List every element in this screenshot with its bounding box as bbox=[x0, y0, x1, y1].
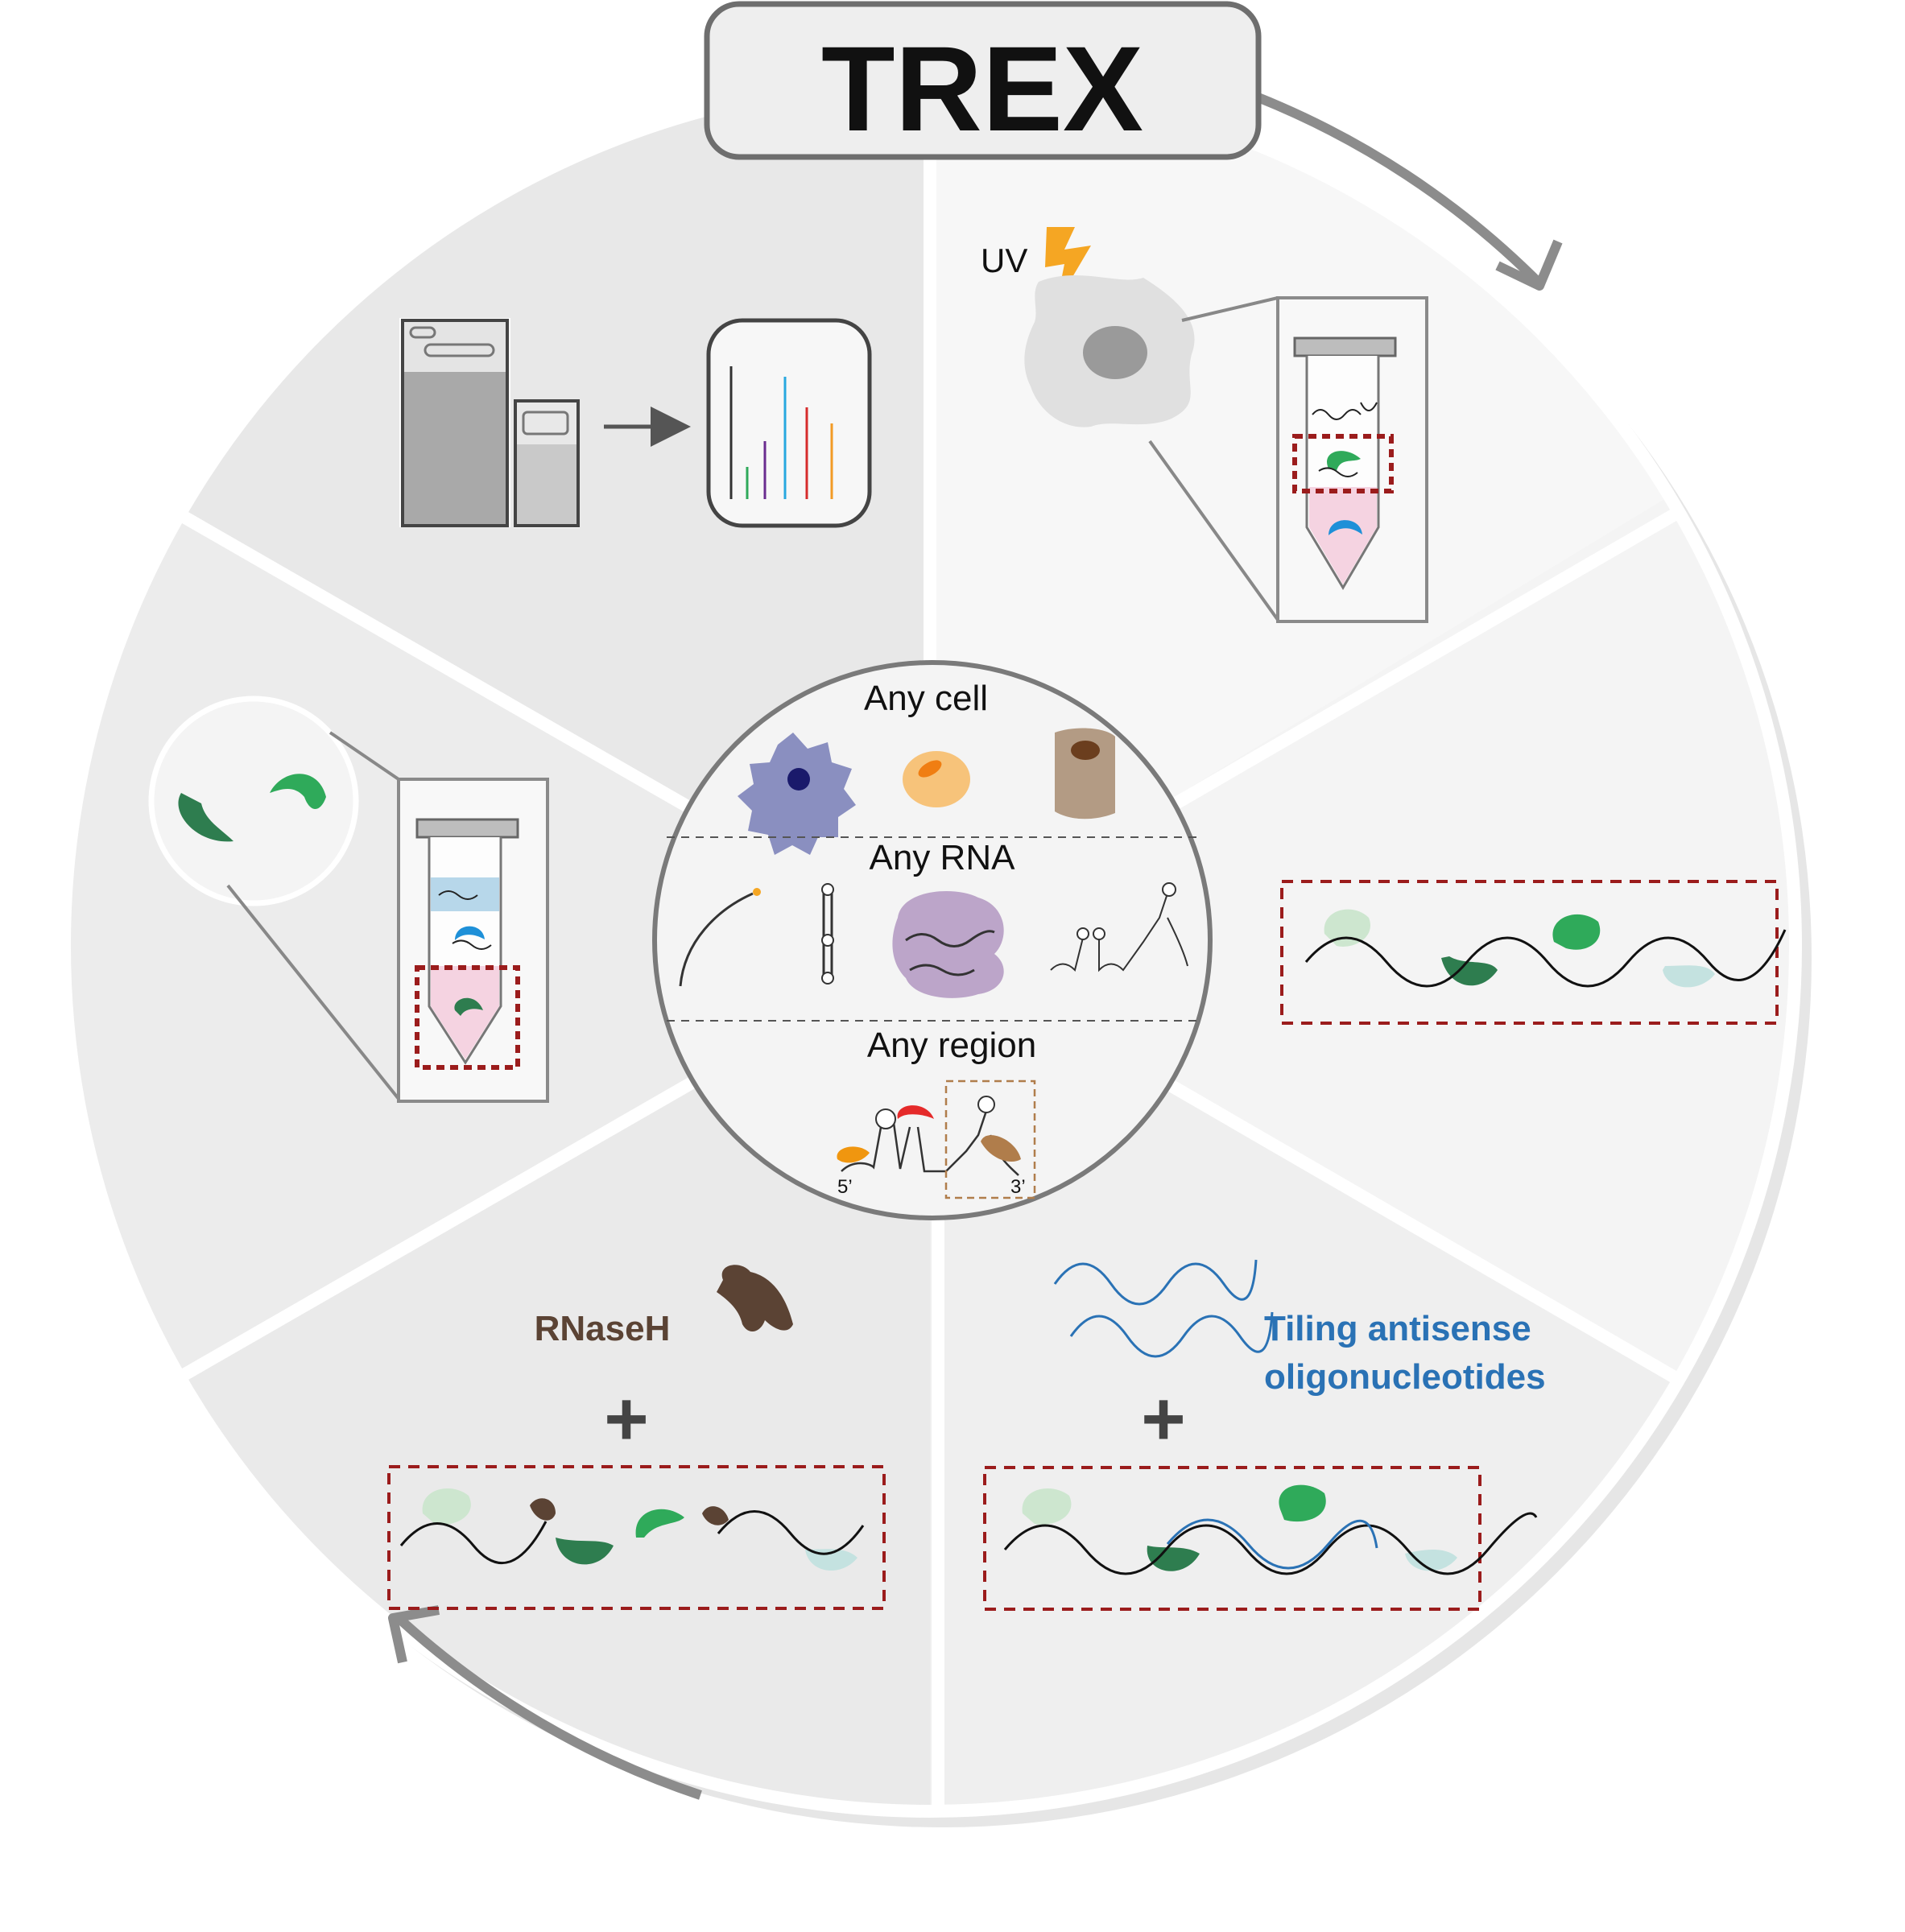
aso-hybrid-complex bbox=[1003, 1484, 1538, 1575]
cell-icon bbox=[1024, 275, 1195, 427]
round-cell-icon bbox=[903, 751, 970, 807]
uv-label: UV bbox=[981, 242, 1027, 279]
cycle-arrow-top-head bbox=[1495, 239, 1563, 291]
cleaved-complex bbox=[399, 1488, 865, 1571]
any-cell-heading: Any cell bbox=[864, 679, 988, 718]
zoom-line-uv-top bbox=[1181, 296, 1279, 322]
tube-icon bbox=[1276, 296, 1428, 623]
zoom-circle bbox=[148, 696, 359, 906]
hairpin-rna-icon bbox=[821, 883, 834, 985]
aso-plus: + bbox=[1141, 1377, 1185, 1462]
mass-spectrometer-icon bbox=[399, 318, 580, 528]
zoom-line-left-bottom bbox=[226, 884, 400, 1100]
rnaseh-plus: + bbox=[604, 1377, 648, 1462]
cell-types bbox=[738, 728, 1115, 855]
sector-protein-rna bbox=[930, 451, 1795, 1417]
aso-oligos-icon bbox=[1053, 1259, 1274, 1358]
rnaseh-enzyme-icon bbox=[717, 1265, 793, 1332]
cleaved-complex-box bbox=[387, 1465, 886, 1610]
zoom-line-left-top bbox=[329, 731, 400, 781]
columnar-cell-icon bbox=[1055, 728, 1115, 819]
zoom-line-uv-bottom bbox=[1148, 440, 1279, 621]
page-title: TREX bbox=[821, 21, 1143, 156]
cycle-arrow-top bbox=[1254, 92, 1542, 286]
crosslinked-complex bbox=[1304, 909, 1787, 988]
phase-separation-tube-icon bbox=[397, 778, 549, 1103]
aso-hybrid-box bbox=[983, 1466, 1481, 1611]
cycle-arrow-bottom-head bbox=[388, 1605, 440, 1664]
any-region-heading: Any region bbox=[867, 1026, 1036, 1065]
five-prime-label: 5’ bbox=[837, 1176, 853, 1198]
aso-label-line2: oligonucleotides bbox=[1264, 1357, 1546, 1397]
any-rna-heading: Any RNA bbox=[870, 838, 1016, 877]
rnaseh-label: RNaseH bbox=[535, 1309, 671, 1348]
immune-cell-icon bbox=[738, 733, 856, 855]
extracted-proteins bbox=[178, 774, 326, 842]
aso-label-line1: Tiling antisense bbox=[1264, 1309, 1531, 1348]
mrna-icon bbox=[679, 892, 754, 987]
title-box: TREX bbox=[704, 1, 1262, 160]
structured-rna-icon bbox=[1050, 882, 1188, 972]
lightning-icon bbox=[1045, 227, 1091, 304]
rna-region-diagram: 5’ 3’ bbox=[837, 1080, 1036, 1199]
spectrum-icon bbox=[706, 318, 872, 528]
rna-types bbox=[679, 882, 1188, 998]
cycle-arrow-bottom bbox=[395, 1614, 702, 1800]
crosslinked-complex-box bbox=[1280, 880, 1779, 1025]
three-prime-label: 3’ bbox=[1010, 1176, 1026, 1198]
